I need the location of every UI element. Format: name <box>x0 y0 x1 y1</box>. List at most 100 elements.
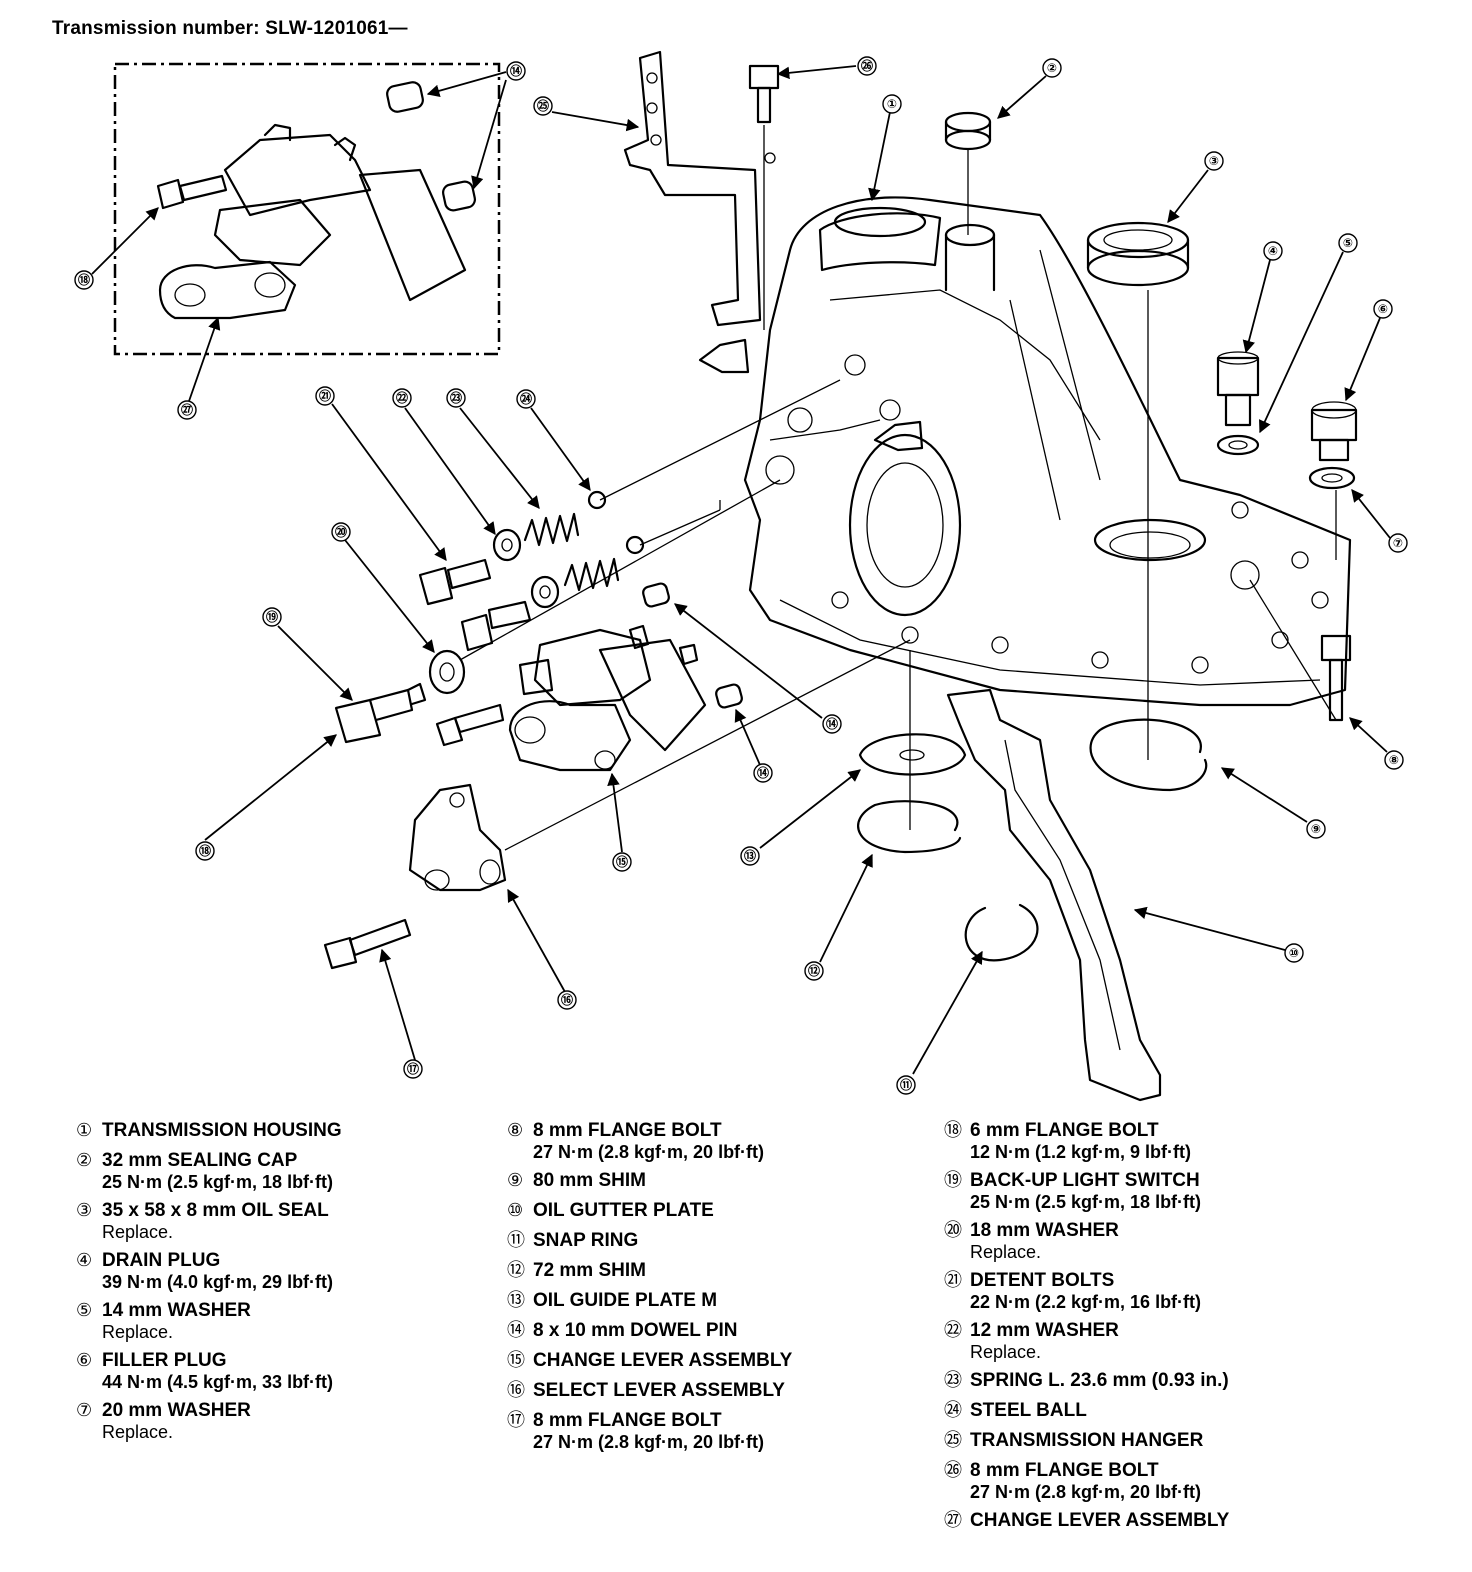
legend-torque: 12 N·m (1.2 kgf·m, 9 lbf·ft) <box>970 1142 1192 1162</box>
steel-ball <box>587 490 645 555</box>
transmission-hanger <box>623 50 776 327</box>
filler-plug <box>1310 401 1358 462</box>
back-up-light-switch <box>334 682 427 744</box>
svg-text:㉗: ㉗ <box>181 402 193 417</box>
inset-flange-bolt <box>156 174 228 210</box>
legend-part-name: OIL GUIDE PLATE M <box>533 1290 718 1311</box>
inset-dowel-pin-bottom <box>442 180 476 212</box>
svg-text:⑭: ⑭ <box>757 765 769 780</box>
svg-text:⑲: ⑲ <box>266 609 278 624</box>
transmission-number: Transmission number: SLW-1201061— <box>52 18 408 39</box>
svg-text:④: ④ <box>1268 244 1278 258</box>
callout-15: ⑮ <box>612 852 632 872</box>
legend-number: ㉖ <box>944 1460 962 1481</box>
dowel-pin-upper <box>642 582 670 608</box>
svg-text:①: ① <box>887 97 897 111</box>
legend-number: ㉕ <box>944 1430 962 1451</box>
legend-part-name: 12 mm WASHER <box>970 1320 1119 1341</box>
legend-number: ⑭ <box>507 1320 525 1341</box>
legend-torque: 39 N·m (4.0 kgf·m, 29 lbf·ft) <box>102 1272 334 1292</box>
washer-20mm <box>1308 466 1356 490</box>
legend-number: ⑪ <box>507 1230 525 1251</box>
callout-1: ① <box>882 94 902 114</box>
inset-change-lever-assembly <box>158 123 467 320</box>
legend-torque: 27 N·m (2.8 kgf·m, 20 lbf·ft) <box>533 1432 765 1452</box>
callout-18b: ⑱ <box>74 270 94 290</box>
callout-2: ② <box>1042 58 1062 78</box>
callout-27: ㉗ <box>177 400 197 420</box>
legend-part-name: DRAIN PLUG <box>102 1250 221 1271</box>
callout-24: ㉔ <box>516 389 536 409</box>
legend-number: ① <box>76 1120 93 1141</box>
sealing-cap <box>944 111 992 151</box>
callout-10: ⑩ <box>1284 943 1304 963</box>
legend-number: ⑱ <box>944 1120 962 1141</box>
callout-23: ㉓ <box>446 388 466 408</box>
svg-text:⑱: ⑱ <box>199 843 211 858</box>
legend-part-name: 8 mm FLANGE BOLT <box>533 1120 722 1141</box>
legend-part-name: 8 mm FLANGE BOLT <box>970 1460 1159 1481</box>
legend-part-name: CHANGE LEVER ASSEMBLY <box>533 1350 793 1371</box>
legend-number: ④ <box>76 1250 93 1271</box>
oil-seal <box>1086 221 1190 287</box>
legend-part-name: 8 x 10 mm DOWEL PIN <box>533 1320 738 1341</box>
svg-text:㉓: ㉓ <box>450 390 462 405</box>
legend-torque: 27 N·m (2.8 kgf·m, 20 lbf·ft) <box>533 1142 765 1162</box>
legend-number: ⑳ <box>944 1220 962 1241</box>
callout-12: ⑫ <box>804 961 824 981</box>
svg-text:㉖: ㉖ <box>861 58 873 73</box>
legend-number: ⑩ <box>507 1200 524 1221</box>
legend-part-name: 35 x 58 x 8 mm OIL SEAL <box>102 1200 329 1221</box>
callout-13: ⑬ <box>740 846 760 866</box>
oil-guide-plate <box>858 733 967 776</box>
change-lever-assembly <box>508 624 707 772</box>
alignment-lines <box>459 125 1337 851</box>
callout-6: ⑥ <box>1373 299 1393 319</box>
callout-17: ⑰ <box>403 1059 423 1079</box>
svg-text:㉑: ㉑ <box>319 388 331 403</box>
shim-72mm <box>857 800 962 854</box>
legend-part-name: OIL GUTTER PLATE <box>533 1200 714 1221</box>
callout-16: ⑯ <box>557 990 577 1010</box>
legend-part-name: DETENT BOLTS <box>970 1270 1115 1291</box>
callout-26: ㉖ <box>857 56 877 76</box>
svg-text:⑪: ⑪ <box>900 1077 912 1092</box>
callout-9: ⑨ <box>1306 819 1326 839</box>
legend-part-name: SNAP RING <box>533 1230 639 1251</box>
legend-number: ⑲ <box>944 1170 962 1191</box>
legend-number: ② <box>76 1150 93 1171</box>
legend-number: ㉔ <box>944 1400 962 1421</box>
flange-bolt-17 <box>323 918 412 970</box>
callout-5: ⑤ <box>1338 233 1358 253</box>
legend-part-name: 80 mm SHIM <box>533 1170 646 1191</box>
svg-text:⑭: ⑭ <box>826 716 838 731</box>
legend-part-name: 20 mm WASHER <box>102 1400 251 1421</box>
legend-number: ⑬ <box>507 1290 525 1311</box>
legend-note: Replace. <box>102 1322 174 1342</box>
callout-19: ⑲ <box>262 607 282 627</box>
legend-note: Replace. <box>970 1342 1042 1362</box>
legend-torque: 44 N·m (4.5 kgf·m, 33 lbf·ft) <box>102 1372 334 1392</box>
legend-number: ⑯ <box>507 1380 525 1401</box>
callout-14c: ⑭ <box>506 61 526 81</box>
callout-21: ㉑ <box>315 386 335 406</box>
callout-7: ⑦ <box>1388 533 1408 553</box>
legend-part-name: 72 mm SHIM <box>533 1260 646 1281</box>
callout-11: ⑪ <box>896 1075 916 1095</box>
callout-8: ⑧ <box>1384 750 1404 770</box>
legend-item: ⑭ 8 x 10 mm DOWEL PIN <box>507 1320 927 1342</box>
oil-gutter-plate <box>946 688 1162 1102</box>
